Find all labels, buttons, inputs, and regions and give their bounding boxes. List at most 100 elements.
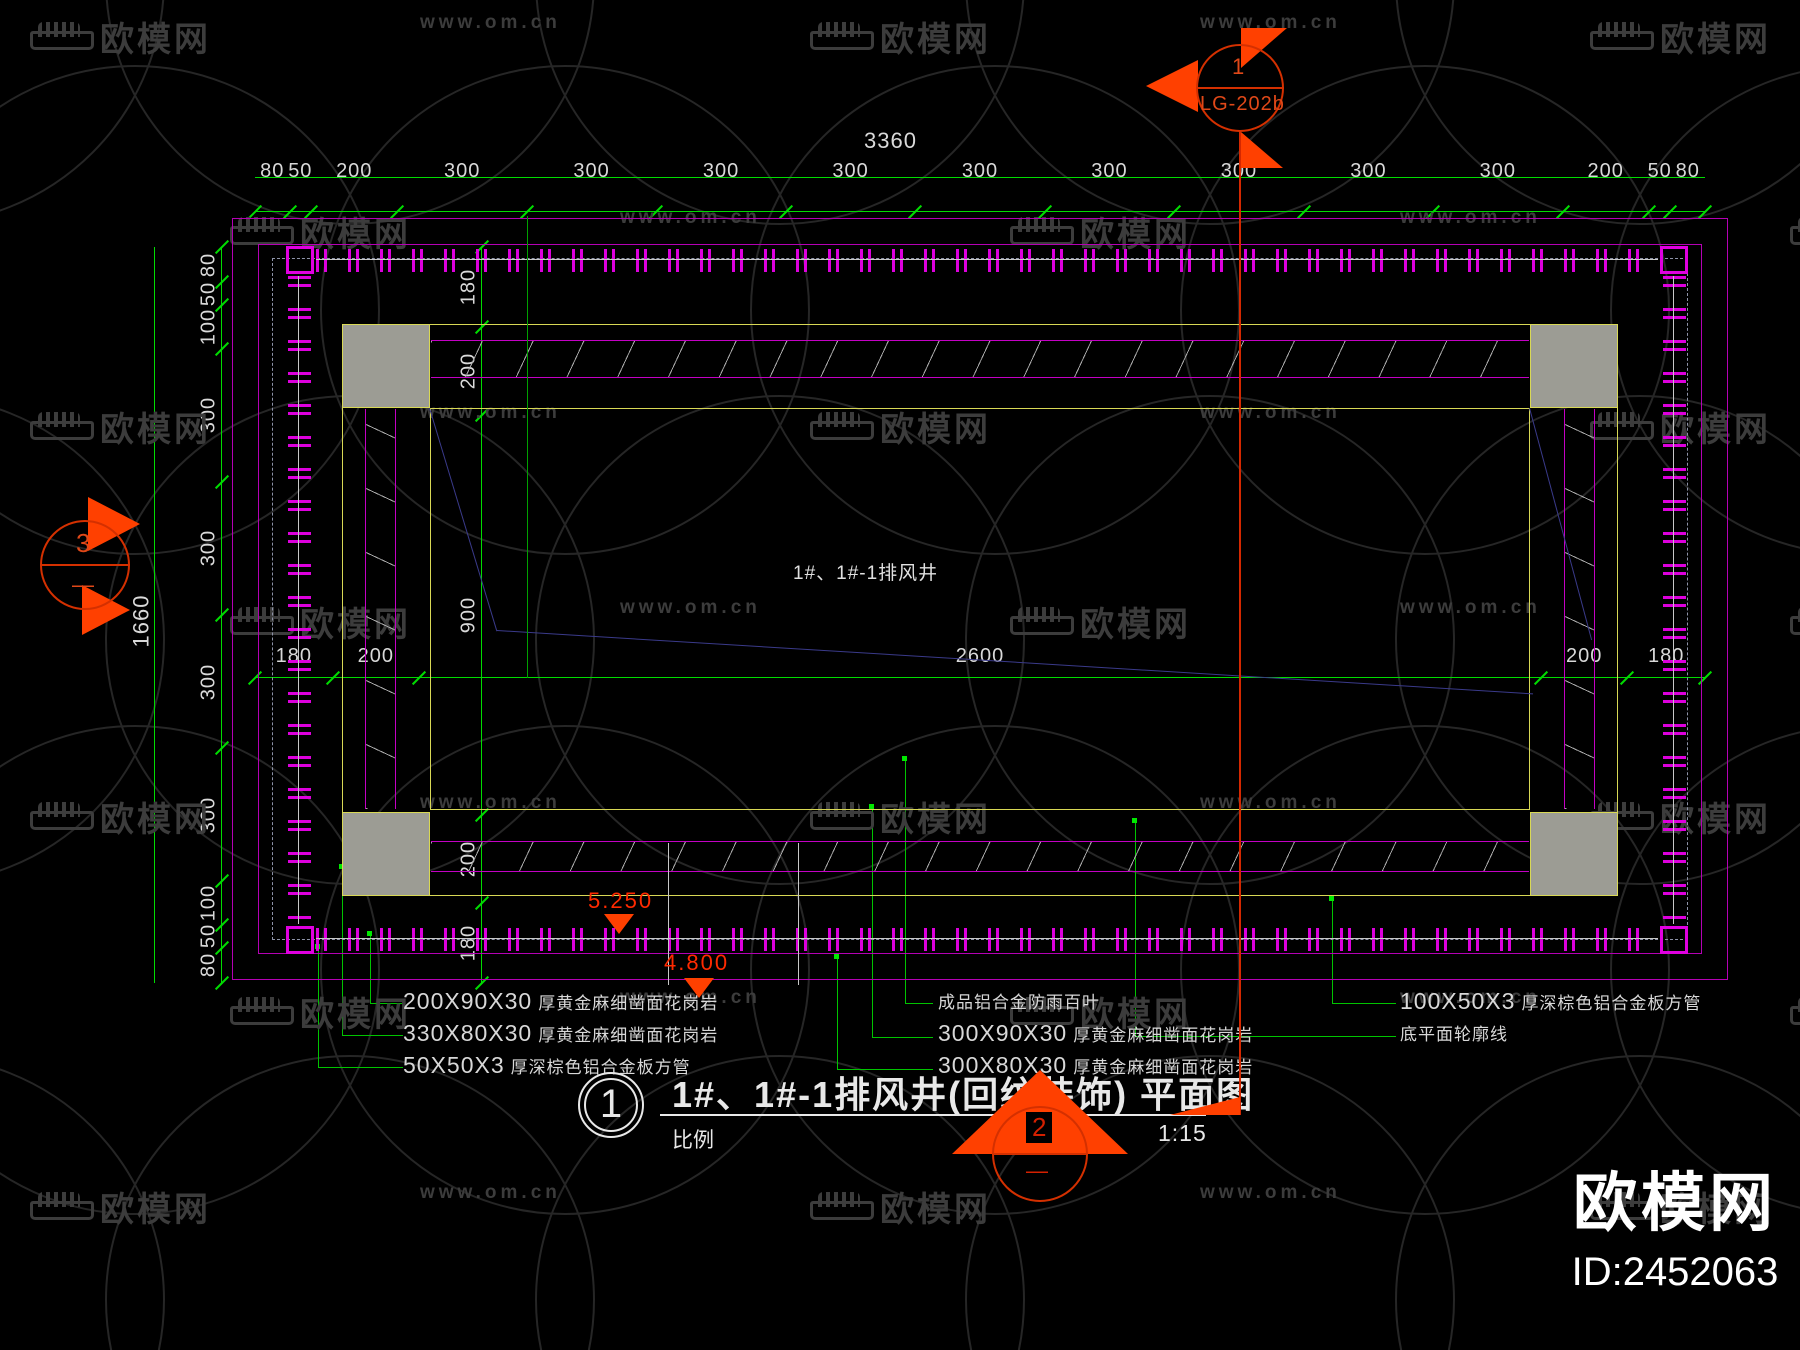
- annotation-row: 底平面轮廓线: [1400, 1020, 1701, 1052]
- detail-number: 1: [599, 1082, 623, 1126]
- dimension-total-left: 1660: [128, 247, 155, 983]
- watermark-brand: 欧模网: [880, 801, 991, 839]
- watermark-brand: 欧模网: [300, 996, 411, 1034]
- watermark-item: www.om.cn: [1200, 1182, 1341, 1204]
- marker-sub: —: [72, 572, 94, 597]
- leader-line: [1332, 1003, 1396, 1004]
- watermark-url: www.om.cn: [1400, 987, 1541, 1008]
- watermark-brand: 欧模网: [1080, 216, 1191, 254]
- watermark-brand: 欧模网: [1660, 21, 1771, 59]
- elevation-triangle: [684, 978, 714, 998]
- marker-number: 1: [1232, 54, 1245, 79]
- watermark-url: www.om.cn: [620, 597, 761, 618]
- annotation-desc: 厚深棕色铝合金板方管: [1521, 994, 1702, 1013]
- sofa-icon: [1590, 21, 1654, 52]
- watermark-item: www.om.cn: [1400, 987, 1541, 1009]
- watermark-brand: 欧模网: [880, 1191, 991, 1229]
- sofa-icon: [810, 21, 874, 52]
- watermark-item: www.om.cn: [420, 402, 561, 424]
- watermark-brand: 欧模网: [880, 411, 991, 449]
- extension-line: [668, 843, 669, 985]
- leader-dot: [869, 804, 874, 809]
- leader-line: [318, 948, 319, 1067]
- dim-label: 300: [573, 160, 610, 182]
- leader-line: [342, 1035, 403, 1036]
- dimension-total-top: 3360: [255, 128, 1705, 178]
- sofa-icon: [1790, 606, 1800, 637]
- watermark-brand: 欧模网: [880, 21, 991, 59]
- annotation-desc: 底平面轮廓线: [1400, 1025, 1508, 1044]
- watermark-url: www.om.cn: [1400, 597, 1541, 618]
- watermark-url: www.om.cn: [420, 12, 561, 33]
- leader-line: [837, 958, 838, 1069]
- leader-dot: [834, 954, 839, 959]
- elevation-value: 5.250: [588, 888, 654, 913]
- railing-corner-block: [1660, 246, 1688, 274]
- watermark-url: www.om.cn: [1200, 12, 1341, 33]
- watermark-url: www.om.cn: [1200, 792, 1341, 813]
- watermark-brand: 欧模网: [100, 21, 211, 59]
- railing-corner-block: [286, 926, 314, 954]
- watermark-item: 欧模网: [30, 12, 211, 61]
- annotation-size: 330X80X30: [403, 1020, 533, 1046]
- marker-divider: [1196, 87, 1284, 89]
- title-underline: [660, 1114, 1206, 1116]
- dimension-chain-inner: 180200900200180: [456, 239, 490, 991]
- dim-label: 300: [1350, 160, 1387, 182]
- watermark-url: www.om.cn: [1200, 1182, 1341, 1203]
- watermark-item: 欧模网: [1790, 987, 1800, 1036]
- sofa-icon: [1010, 216, 1074, 247]
- watermark-url: www.om.cn: [420, 1182, 561, 1203]
- watermark-item: www.om.cn: [420, 1182, 561, 1204]
- corner-column: [1530, 812, 1618, 896]
- watermark-url: www.om.cn: [1400, 207, 1541, 228]
- annotation-desc: 厚黄金麻细凿面花岗岩: [1073, 1026, 1254, 1045]
- watermark-brand: 欧模网: [1080, 606, 1191, 644]
- leader-line: [318, 1067, 403, 1068]
- dim-label: 300: [961, 160, 999, 182]
- annotation-size: 50X50X3: [403, 1052, 505, 1078]
- shaft-wall-inner: [430, 408, 1530, 810]
- dim-label: 300: [443, 160, 481, 182]
- leader-line: [872, 808, 873, 1037]
- watermark-item: www.om.cn: [1200, 12, 1341, 34]
- watermark-brand: 欧模网: [100, 801, 211, 839]
- leader-line: [370, 1003, 403, 1004]
- watermark-url: www.om.cn: [1200, 402, 1341, 423]
- dim-label: 2600: [955, 645, 1005, 667]
- dim-label: 300: [1091, 160, 1128, 182]
- watermark-item: www.om.cn: [1400, 597, 1541, 619]
- dim-label: 80: [260, 160, 285, 182]
- watermark-brand: 欧模网: [1660, 1191, 1771, 1229]
- site-logo-id: ID:2452063: [1571, 1250, 1779, 1294]
- watermark-item: 欧模网: [1590, 12, 1771, 61]
- shaft-wall-outer: [342, 324, 1618, 896]
- dim-label: 200: [1587, 160, 1624, 182]
- watermark-item: 欧模网: [1790, 207, 1800, 256]
- watermark-item: www.om.cn: [1400, 207, 1541, 229]
- dim-label: 300: [1479, 160, 1517, 182]
- annotation-row: 成品铝合金防雨百叶: [938, 988, 1253, 1020]
- watermark-item: www.om.cn: [1200, 402, 1341, 424]
- sofa-icon: [30, 21, 94, 52]
- watermark-item: 欧模网: [30, 1182, 211, 1231]
- annotation-size: 300X90X30: [938, 1020, 1068, 1046]
- sofa-icon: [230, 216, 294, 247]
- sofa-icon: [230, 996, 294, 1027]
- sofa-icon: [1790, 216, 1800, 247]
- annotation-size: 100X50X3: [1400, 988, 1516, 1014]
- outer-frame: [232, 218, 1728, 980]
- grid-extension-line: [527, 216, 528, 678]
- sofa-icon: [1010, 996, 1074, 1027]
- watermark-item: www.om.cn: [420, 12, 561, 34]
- marker-code: LG-202b: [1200, 93, 1285, 115]
- watermark-url: www.om.cn: [420, 402, 561, 423]
- sofa-icon: [810, 411, 874, 442]
- watermark-item: 欧模网: [30, 402, 211, 451]
- watermark-item: 欧模网: [1010, 987, 1191, 1036]
- marker-divider: [992, 1153, 1088, 1155]
- railing-band-bottom: [316, 928, 1658, 951]
